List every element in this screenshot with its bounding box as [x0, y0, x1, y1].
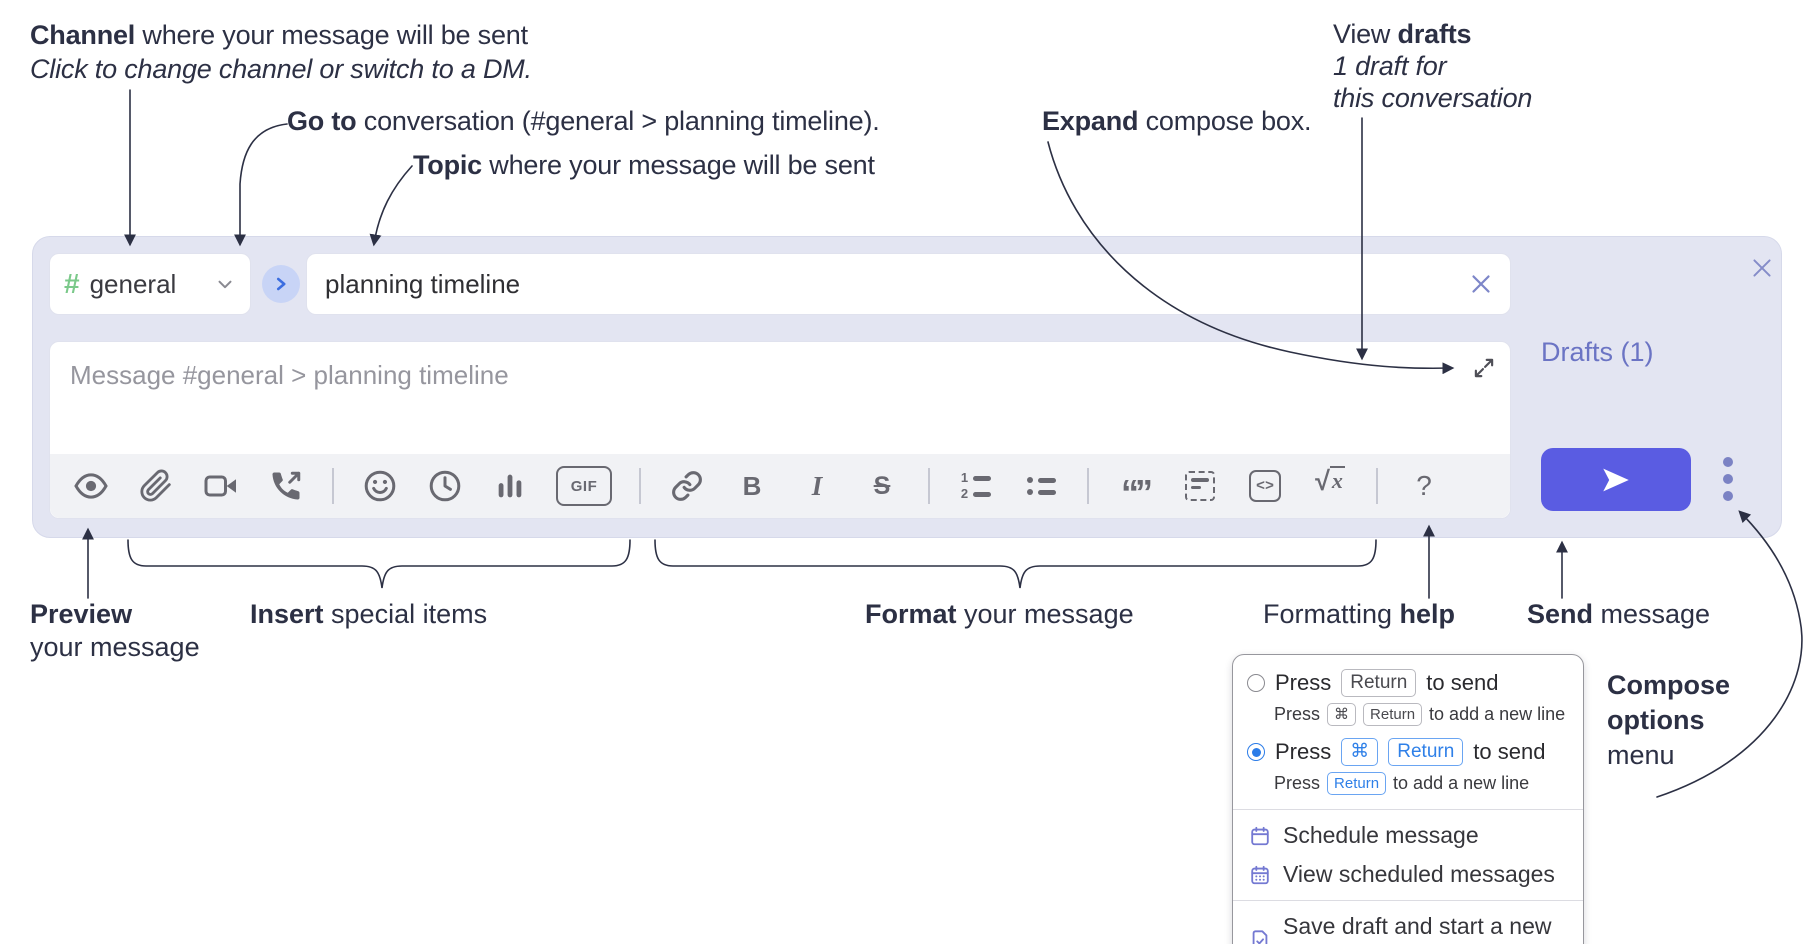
return-key: Return: [1363, 703, 1423, 726]
note-channel: Channel where your message will be sent …: [30, 18, 532, 86]
chevron-down-icon: [218, 280, 232, 289]
strikethrough-icon[interactable]: S: [873, 471, 891, 500]
go-to-conversation-button[interactable]: [262, 265, 300, 303]
return-key: Return: [1341, 669, 1417, 697]
draft-document-icon: [1249, 929, 1271, 944]
popup-divider: [1233, 809, 1583, 810]
topic-input[interactable]: [307, 268, 1466, 300]
note-drafts: View drafts 1 draft for this conversatio…: [1333, 19, 1533, 113]
calendar-icon: [1249, 825, 1271, 847]
note-topic: Topic where your message will be sent: [413, 150, 875, 180]
expand-compose-button[interactable]: [1470, 354, 1498, 382]
calendar-grid-icon: [1249, 864, 1271, 886]
toolbar-divider: [1087, 468, 1089, 504]
channel-hash-icon: #: [64, 268, 80, 299]
compose-options-popup: Press Return to send Press ⌘ Return to a…: [1232, 654, 1584, 944]
send-button[interactable]: [1541, 448, 1691, 511]
view-scheduled-messages-item[interactable]: View scheduled messages: [1233, 855, 1583, 894]
toolbar-divider: [1376, 468, 1378, 504]
enter-sends-subtext: Press ⌘ Return to add a new line: [1274, 703, 1566, 726]
ellipsis-v-icon: [1723, 457, 1733, 467]
compose-box: # general: [32, 236, 1782, 538]
compose-options-menu-button[interactable]: [1705, 449, 1751, 509]
line-goto: [234, 123, 288, 247]
label-formatting-help: Formatting help: [1263, 599, 1456, 629]
cmd-key: ⌘: [1327, 703, 1357, 726]
toolbar-divider: [332, 468, 334, 504]
save-draft-item[interactable]: Save draft and start a new message: [1233, 907, 1583, 944]
message-formatting-help-icon[interactable]: ?: [1416, 470, 1432, 501]
send-icon: [1603, 468, 1629, 491]
quote-icon[interactable]: “”: [1121, 472, 1153, 513]
code-icon[interactable]: <>: [1246, 466, 1284, 506]
compose-toolbar: GIF B I S 1 2 “”: [50, 454, 1510, 518]
clear-topic-button[interactable]: [1466, 269, 1496, 299]
cmd-enter-sends-subtext: Press Return to add a new line: [1274, 772, 1530, 795]
numbered-list-icon[interactable]: 1 2: [957, 466, 995, 506]
note-expand: Expand compose box.: [1042, 106, 1312, 136]
drafts-link[interactable]: Drafts (1): [1541, 337, 1654, 367]
label-insert: Insert special items: [250, 599, 488, 629]
spoiler-icon[interactable]: [1181, 466, 1219, 506]
emoji-icon[interactable]: [361, 466, 399, 506]
note-goto: Go to conversation (#general > planning …: [287, 106, 880, 136]
label-format: Format your message: [865, 599, 1134, 629]
bold-icon[interactable]: B: [742, 470, 762, 501]
toolbar-divider: [928, 468, 930, 504]
close-compose-button[interactable]: [1749, 255, 1775, 281]
create-poll-icon[interactable]: [491, 466, 529, 506]
bulleted-list-icon[interactable]: [1022, 466, 1060, 506]
line-topic: [369, 165, 413, 247]
channel-selector[interactable]: # general: [49, 253, 251, 315]
schedule-message-item[interactable]: Schedule message: [1233, 816, 1583, 855]
topic-field: [306, 253, 1511, 315]
enter-sends-option[interactable]: Press Return to send: [1233, 665, 1583, 701]
toolbar-divider: [639, 468, 641, 504]
attach-file-icon[interactable]: [137, 466, 175, 506]
close-icon: [1472, 275, 1490, 293]
return-key: Return: [1327, 772, 1387, 795]
cmd-key: ⌘: [1341, 738, 1379, 766]
label-preview: Preview your message: [30, 599, 200, 662]
label-send: Send message: [1527, 599, 1711, 629]
channel-name: general: [89, 268, 177, 299]
start-voice-call-icon[interactable]: [267, 466, 305, 506]
brace-insert: [127, 539, 631, 589]
return-key: Return: [1388, 738, 1464, 766]
start-video-call-icon[interactable]: [202, 466, 240, 506]
close-icon: [1753, 259, 1771, 277]
add-gif-icon[interactable]: GIF: [556, 466, 612, 506]
radio-unselected-icon[interactable]: [1247, 674, 1265, 692]
italic-icon[interactable]: I: [811, 470, 823, 501]
note-channel-rest: where your message will be sent: [135, 20, 528, 50]
brace-format: [654, 539, 1377, 589]
radio-selected-icon[interactable]: [1247, 743, 1265, 761]
link-icon[interactable]: [668, 466, 706, 506]
popup-divider: [1233, 900, 1583, 901]
message-area: GIF B I S 1 2 “”: [49, 341, 1511, 519]
expand-icon: [1474, 358, 1494, 378]
chevron-right-icon: [276, 277, 286, 291]
preview-icon[interactable]: [72, 466, 110, 506]
cmd-enter-sends-option[interactable]: Press ⌘ Return to send: [1233, 734, 1583, 770]
label-compose-options: Compose options menu: [1607, 670, 1731, 770]
message-input[interactable]: [50, 342, 1510, 454]
note-channel-bold: Channel: [30, 20, 136, 50]
add-global-time-icon[interactable]: [426, 466, 464, 506]
math-icon[interactable]: √x: [1315, 466, 1345, 496]
note-channel-italic: Click to change channel or switch to a D…: [30, 54, 532, 84]
